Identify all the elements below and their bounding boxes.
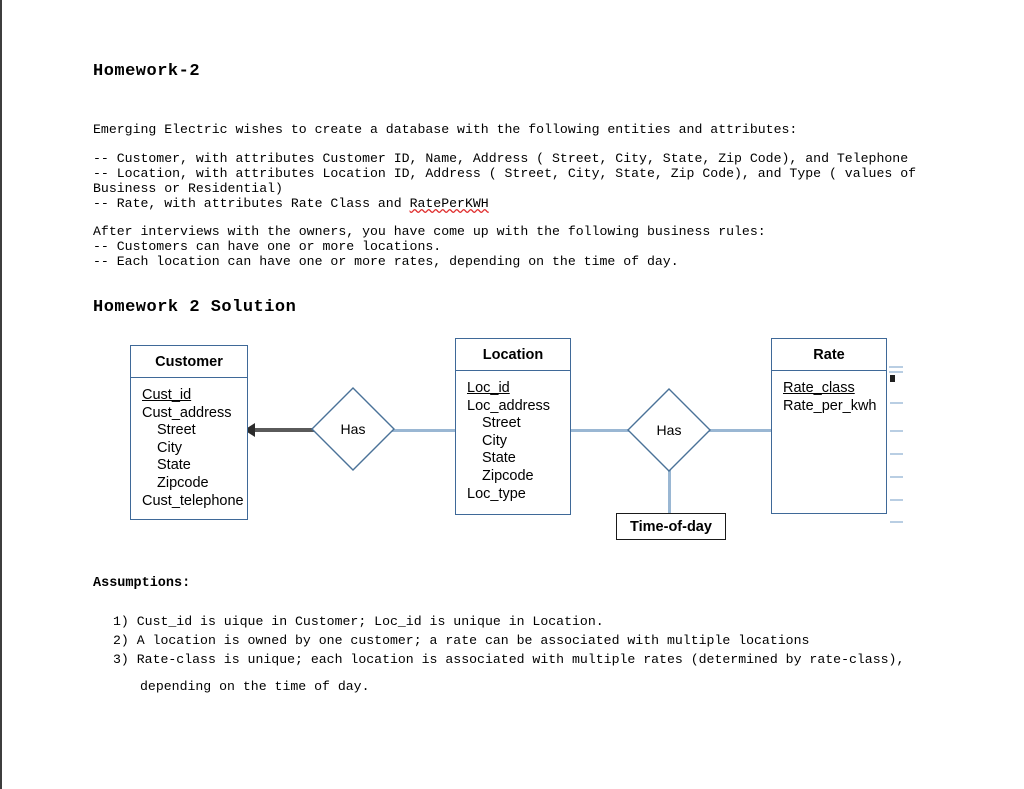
entity-rate-attributes: Rate_class Rate_per_kwh xyxy=(772,371,886,421)
attribute-rate-class: Rate_class xyxy=(783,380,855,396)
attribute-loc-city: City xyxy=(482,432,507,449)
attribute-cust-telephone: Cust_telephone xyxy=(142,492,244,509)
connector-has2-timeofday xyxy=(668,467,671,515)
attribute-loc-id: Loc_id xyxy=(467,380,510,396)
entity-location-attributes: Loc_id Loc_address Street City State Zip… xyxy=(456,371,570,509)
assumption-item-2: 2) A location is owned by one customer; … xyxy=(113,633,810,648)
attribute-loc-zipcode: Zipcode xyxy=(482,467,534,484)
relationship-has-label-1: Has xyxy=(340,421,366,437)
assumption-item-3: 3) Rate-class is unique; each location i… xyxy=(113,652,905,667)
entity-customer-attributes: Cust_id Cust_address Street City State Z… xyxy=(131,378,247,516)
attribute-rate-per-kwh: Rate_per_kwh xyxy=(783,397,877,414)
attribute-loc-state: State xyxy=(482,450,516,467)
relationship-has-label-2: Has xyxy=(656,422,682,438)
intro-paragraph: Emerging Electric wishes to create a dat… xyxy=(93,122,798,137)
page-left-edge xyxy=(0,0,2,789)
entities-paragraph-text: -- Customer, with attributes Customer ID… xyxy=(93,151,917,211)
entity-location-title: Location xyxy=(456,339,570,371)
page-title: Homework-2 xyxy=(93,62,201,81)
attribute-cust-id: Cust_id xyxy=(142,387,192,403)
attribute-loc-street: Street xyxy=(482,415,521,432)
attribute-loc-address: Loc_address xyxy=(467,397,551,414)
scan-artifact xyxy=(889,371,903,373)
scan-artifact xyxy=(890,521,903,523)
connector-has2-rate xyxy=(708,429,774,432)
relationship-has-customer-location[interactable]: Has xyxy=(310,386,396,472)
attribute-loc-type: Loc_type xyxy=(467,485,526,502)
assumption-item-3-continuation: depending on the time of day. xyxy=(140,679,370,694)
entity-customer[interactable]: Customer Cust_id Cust_address Street Cit… xyxy=(130,345,248,520)
misspelled-word: RatePerKWH xyxy=(409,196,489,211)
attribute-cust-street: Street xyxy=(157,422,196,439)
connector-has-location xyxy=(392,429,458,432)
scan-artifact xyxy=(890,453,903,455)
arrowhead-customer xyxy=(244,423,255,437)
entity-rate[interactable]: Rate Rate_class Rate_per_kwh xyxy=(771,338,887,514)
scan-artifact xyxy=(889,366,903,368)
entity-rate-title: Rate xyxy=(772,339,886,371)
connector-location-has2 xyxy=(570,429,630,432)
entity-location[interactable]: Location Loc_id Loc_address Street City … xyxy=(455,338,571,515)
assumptions-list: 1) Cust_id is uique in Customer; Loc_id … xyxy=(113,612,993,696)
attribute-box-time-of-day[interactable]: Time-of-day xyxy=(616,513,726,540)
attribute-cust-address: Cust_address xyxy=(142,404,232,421)
business-rules-paragraph: After interviews with the owners, you ha… xyxy=(93,224,766,269)
relationship-has-location-rate[interactable]: Has xyxy=(626,387,712,473)
scan-artifact xyxy=(890,402,903,404)
scan-artifact xyxy=(890,476,903,478)
attribute-cust-state: State xyxy=(157,457,191,474)
scan-artifact xyxy=(890,430,903,432)
scan-artifact xyxy=(890,499,903,501)
connector-customer-has xyxy=(250,428,314,432)
diamond-shape xyxy=(311,387,395,471)
diamond-shape xyxy=(627,388,711,472)
attribute-cust-city: City xyxy=(157,439,182,456)
entities-paragraph: -- Customer, with attributes Customer ID… xyxy=(93,151,923,211)
solution-heading: Homework 2 Solution xyxy=(93,298,297,317)
assumptions-heading: Assumptions: xyxy=(93,576,191,591)
entity-customer-title: Customer xyxy=(131,346,247,378)
assumption-item-1: 1) Cust_id is uique in Customer; Loc_id … xyxy=(113,614,604,629)
attribute-cust-zipcode: Zipcode xyxy=(157,474,209,491)
scan-artifact-dot xyxy=(890,375,895,382)
time-of-day-label: Time-of-day xyxy=(630,518,712,535)
